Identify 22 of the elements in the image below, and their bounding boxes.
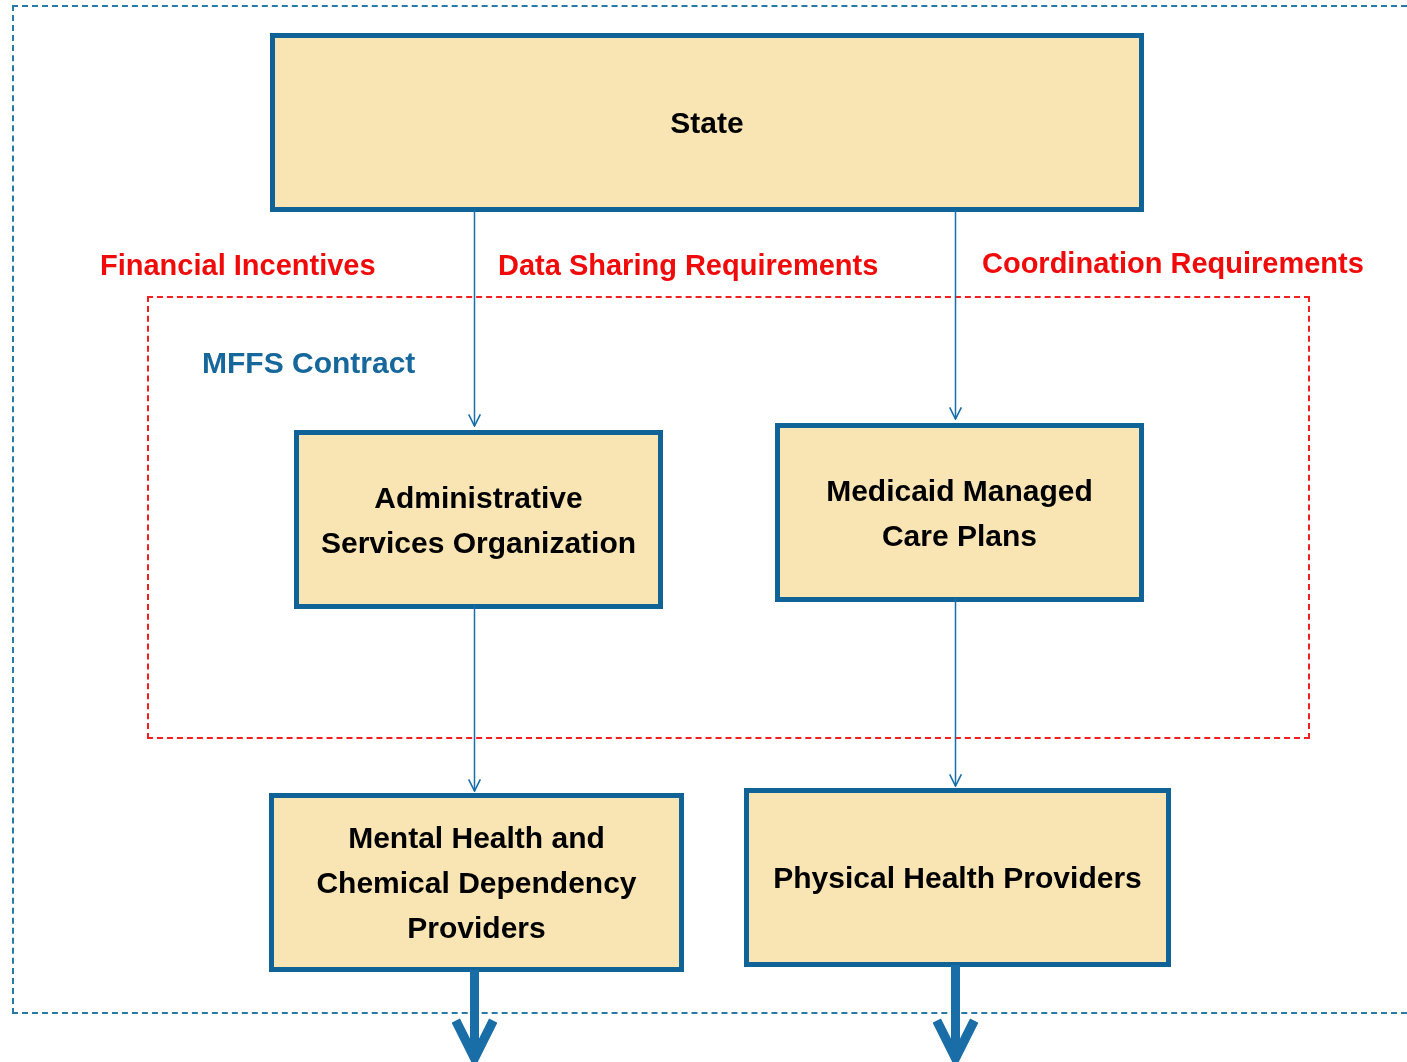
- process-box: [775, 423, 1144, 602]
- thick-arrow: [451, 970, 498, 1062]
- requirement-label: Data Sharing Requirements: [498, 248, 879, 283]
- requirement-label: Financial Incentives: [100, 248, 376, 283]
- group-title: MFFS Contract: [202, 345, 416, 381]
- process-box: [744, 788, 1171, 967]
- arrow: [948, 209, 963, 420]
- box-text: State: [670, 105, 744, 141]
- dashed-boundary: [12, 5, 1407, 1014]
- box-text: Medicaid Managed Care Plans: [825, 472, 1094, 554]
- box-text: Administrative Services Organization: [319, 479, 638, 561]
- box-text: Mental Health and Chemical Dependency Providers: [315, 820, 638, 946]
- arrow: [467, 209, 482, 427]
- arrow: [467, 604, 482, 792]
- process-box: [294, 430, 663, 609]
- process-box: [270, 33, 1144, 212]
- box-text: Physical Health Providers: [773, 860, 1142, 896]
- arrow: [948, 597, 963, 787]
- thick-arrow: [932, 965, 979, 1062]
- requirement-label: Coordination Requirements: [982, 246, 1364, 281]
- dashed-contract-boundary: [147, 296, 1310, 739]
- process-box: [269, 793, 684, 972]
